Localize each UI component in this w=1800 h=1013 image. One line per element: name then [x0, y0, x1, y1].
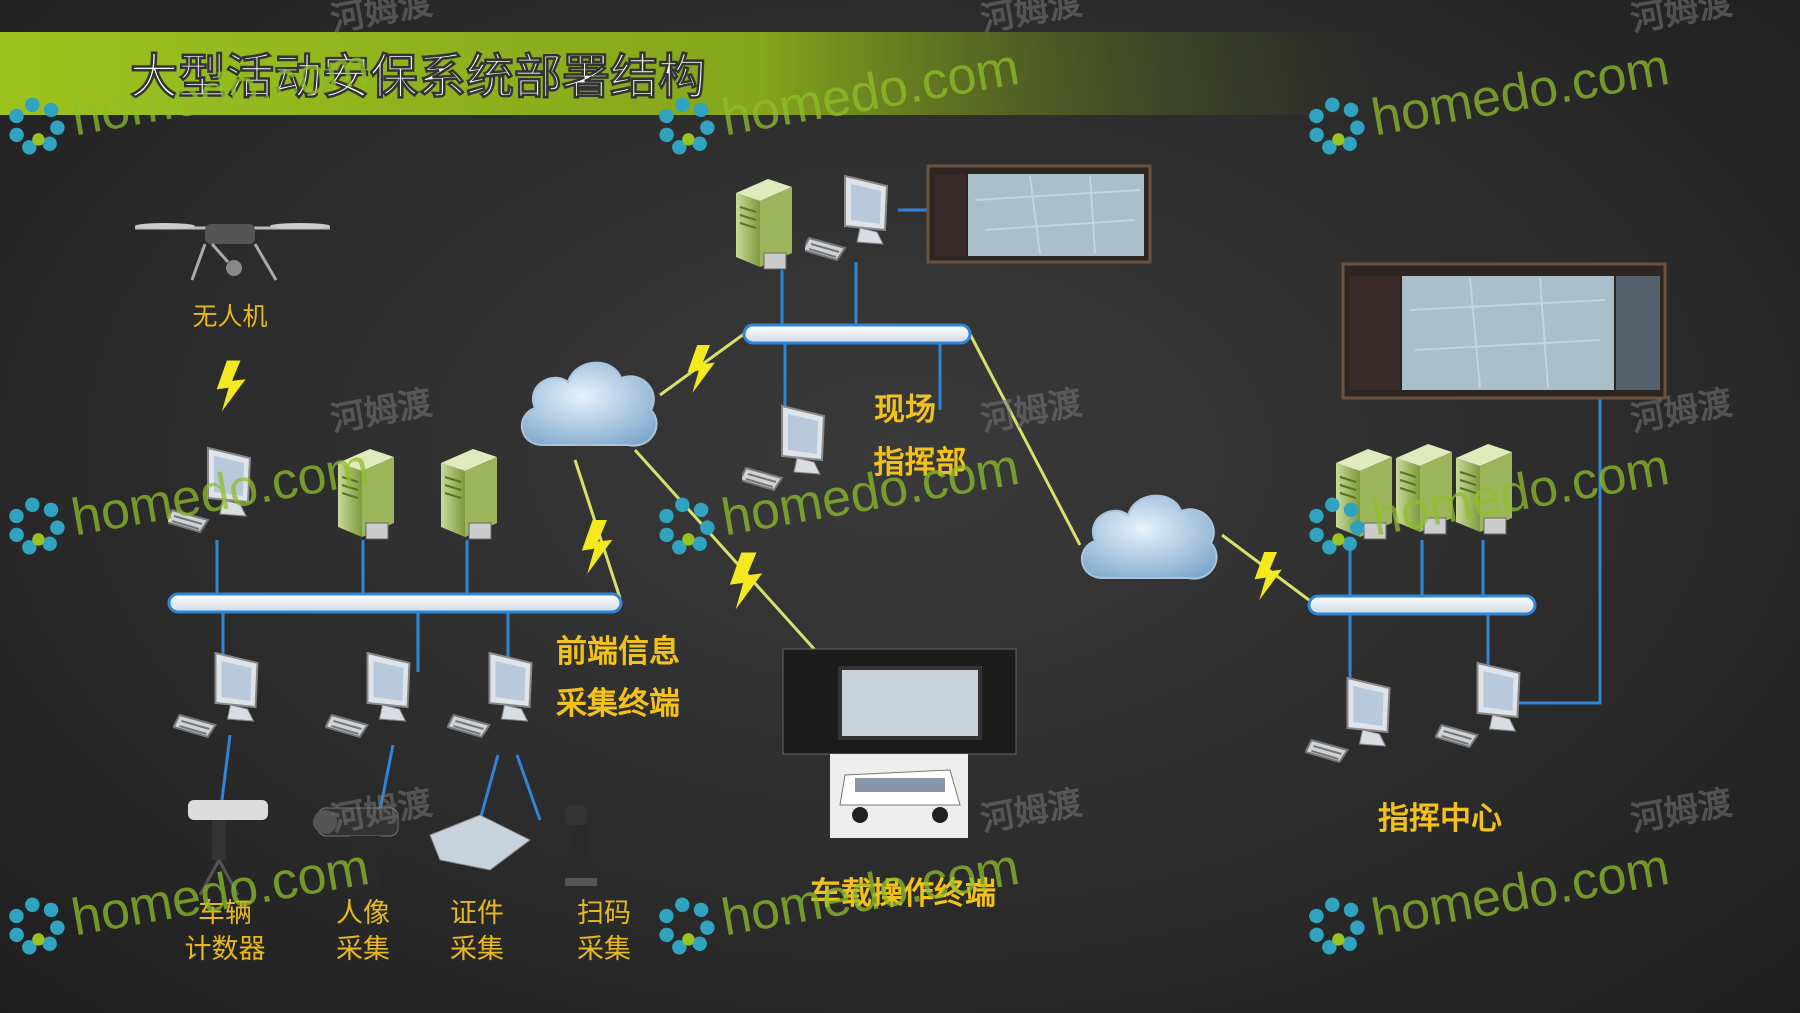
watermark-text: homedo.com: [1367, 38, 1673, 147]
watermark-text: homedo.com: [717, 838, 1023, 947]
scan-label-line1: 扫码: [577, 898, 631, 929]
wireless-bolt-icon: [687, 345, 715, 393]
vehicle-counter-label-line1: 车辆: [198, 898, 252, 929]
portrait-camera-icon: [313, 807, 399, 886]
site-command-label-line1: 现场: [874, 392, 936, 428]
command-center-workstation-icon: [1305, 676, 1391, 764]
watermark-text-cn: 河姆渡: [978, 783, 1085, 840]
frontend-network-bus: [167, 592, 623, 614]
scan-label-line2: 采集: [577, 934, 631, 965]
watermark-text: homedo.com: [1367, 838, 1673, 947]
vehicle-terminal-label: 车载操作终端: [810, 876, 996, 912]
watermark-text-cn: 河姆渡: [978, 383, 1085, 440]
title-bar: [0, 32, 1380, 115]
site-command-display: [926, 164, 1152, 264]
site-command-network-bus: [742, 323, 972, 345]
portrait-label-line1: 人像: [336, 898, 390, 929]
vehicle-counter-label-line2: 计数器: [185, 934, 266, 965]
frontend-terminal-icon: [173, 651, 259, 739]
site-command-server-icon: [735, 178, 793, 270]
network-cloud-icon: [1080, 494, 1218, 580]
frontend-server-icon: [440, 448, 498, 540]
network-cloud-icon: [520, 361, 658, 447]
watermark-text: homedo.com: [717, 438, 1023, 547]
drone-icon: [135, 223, 330, 281]
barcode-scanner-icon: [565, 805, 597, 886]
command-center-network-bus: [1307, 594, 1537, 616]
command-center-workstation-icon: [1435, 661, 1521, 749]
frontend-terminal-icon: [325, 651, 411, 739]
portrait-label-line2: 采集: [336, 934, 390, 965]
command-center-display: [1341, 262, 1667, 400]
vehicle-counter-camera-icon: [188, 800, 268, 896]
watermark-text-cn: 河姆渡: [1628, 783, 1735, 840]
vehicle-terminal-photo: [782, 648, 1017, 838]
drone-label: 无人机: [192, 302, 267, 331]
command-center-label: 指挥中心: [1378, 801, 1502, 837]
site-command-label-line2: 指挥部: [874, 445, 967, 481]
wireless-bolt-icon: [216, 360, 246, 412]
watermark-text-cn: 河姆渡: [328, 383, 435, 440]
frontend-terminal-icon: [447, 651, 533, 739]
site-command-workstation-icon: [805, 175, 888, 261]
id-reader-icon: [429, 814, 531, 871]
id-label-line1: 证件: [450, 898, 504, 929]
frontend-label-line1: 前端信息: [556, 634, 680, 670]
page-title: 大型活动安保系统部署结构: [130, 49, 706, 105]
watermark-text-cn: 河姆渡: [1628, 0, 1735, 40]
watermark-text-cn: 河姆渡: [328, 783, 435, 840]
id-label-line2: 采集: [450, 934, 504, 965]
wireless-bolt-icon: [581, 520, 613, 574]
frontend-label-line2: 采集终端: [556, 686, 680, 722]
